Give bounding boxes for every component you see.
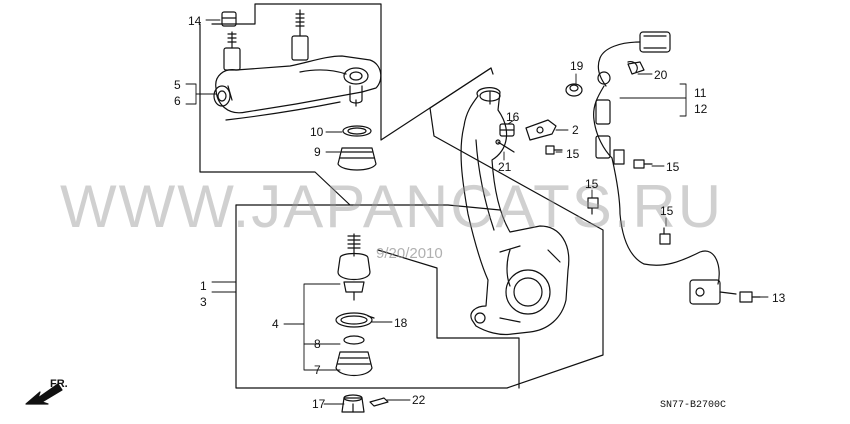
bracket-2 <box>525 119 557 141</box>
watermark: WWW.JAPANCATS.RU <box>60 173 724 240</box>
knuckle-group-border <box>235 67 604 389</box>
callout-10: 10 <box>310 125 324 139</box>
upper-control-arm <box>213 9 382 121</box>
bolt-15-bracket <box>545 145 563 155</box>
steering-knuckle <box>460 87 570 336</box>
callout-17: 17 <box>312 397 326 411</box>
castle-nut-17 <box>341 394 365 413</box>
callout-14: 14 <box>188 14 202 28</box>
callout-20: 20 <box>654 68 668 82</box>
cotter-pin-22 <box>369 397 389 407</box>
cotter-pin-21 <box>495 139 515 153</box>
lower-ball-joint <box>337 233 371 301</box>
callout-12: 12 <box>694 102 708 116</box>
callout-22: 22 <box>412 393 426 407</box>
callout-8: 8 <box>314 337 321 351</box>
callout-3: 3 <box>200 295 207 309</box>
callout-1: 1 <box>200 279 207 293</box>
clip-20 <box>627 61 645 75</box>
date-stamp: 9/20/2010 <box>376 245 443 262</box>
callout-4: 4 <box>272 317 279 331</box>
boot-7 <box>335 351 373 377</box>
callout-15-sensor-c: 15 <box>660 204 674 218</box>
callout-13: 13 <box>772 291 786 305</box>
callout-6: 6 <box>174 94 181 108</box>
bolt-15-sensor-c <box>659 227 671 245</box>
callout-16: 16 <box>506 110 520 124</box>
front-direction-arrow-icon <box>25 383 63 405</box>
callout-19: 19 <box>570 59 584 73</box>
abs-sensor-harness <box>593 31 737 305</box>
grommet-19 <box>565 83 583 97</box>
nut-16 <box>499 123 515 137</box>
callout-15-sensor-b: 15 <box>585 177 599 191</box>
nut-14 <box>221 11 237 27</box>
circlip-18 <box>335 312 375 328</box>
callout-7: 7 <box>314 363 321 377</box>
bolt-15-sensor-b <box>587 197 599 215</box>
callout-2: 2 <box>572 123 579 137</box>
leader-lines <box>185 19 769 405</box>
seal-ring-10 <box>342 125 372 137</box>
front-direction-label: FR. <box>50 378 68 390</box>
callout-11: 11 <box>694 86 707 100</box>
boot-9 <box>337 147 377 171</box>
callout-15-bracket: 15 <box>566 147 580 161</box>
callout-15-sensor-a: 15 <box>666 160 680 174</box>
callout-5: 5 <box>174 78 181 92</box>
bolt-13 <box>739 291 761 303</box>
callout-21: 21 <box>498 160 512 174</box>
bolt-15-sensor-a <box>633 159 653 169</box>
callout-18: 18 <box>394 316 408 330</box>
callout-9: 9 <box>314 145 321 159</box>
seal-ring-8 <box>343 335 365 345</box>
diagram-code: SN77-B2700C <box>660 400 727 411</box>
